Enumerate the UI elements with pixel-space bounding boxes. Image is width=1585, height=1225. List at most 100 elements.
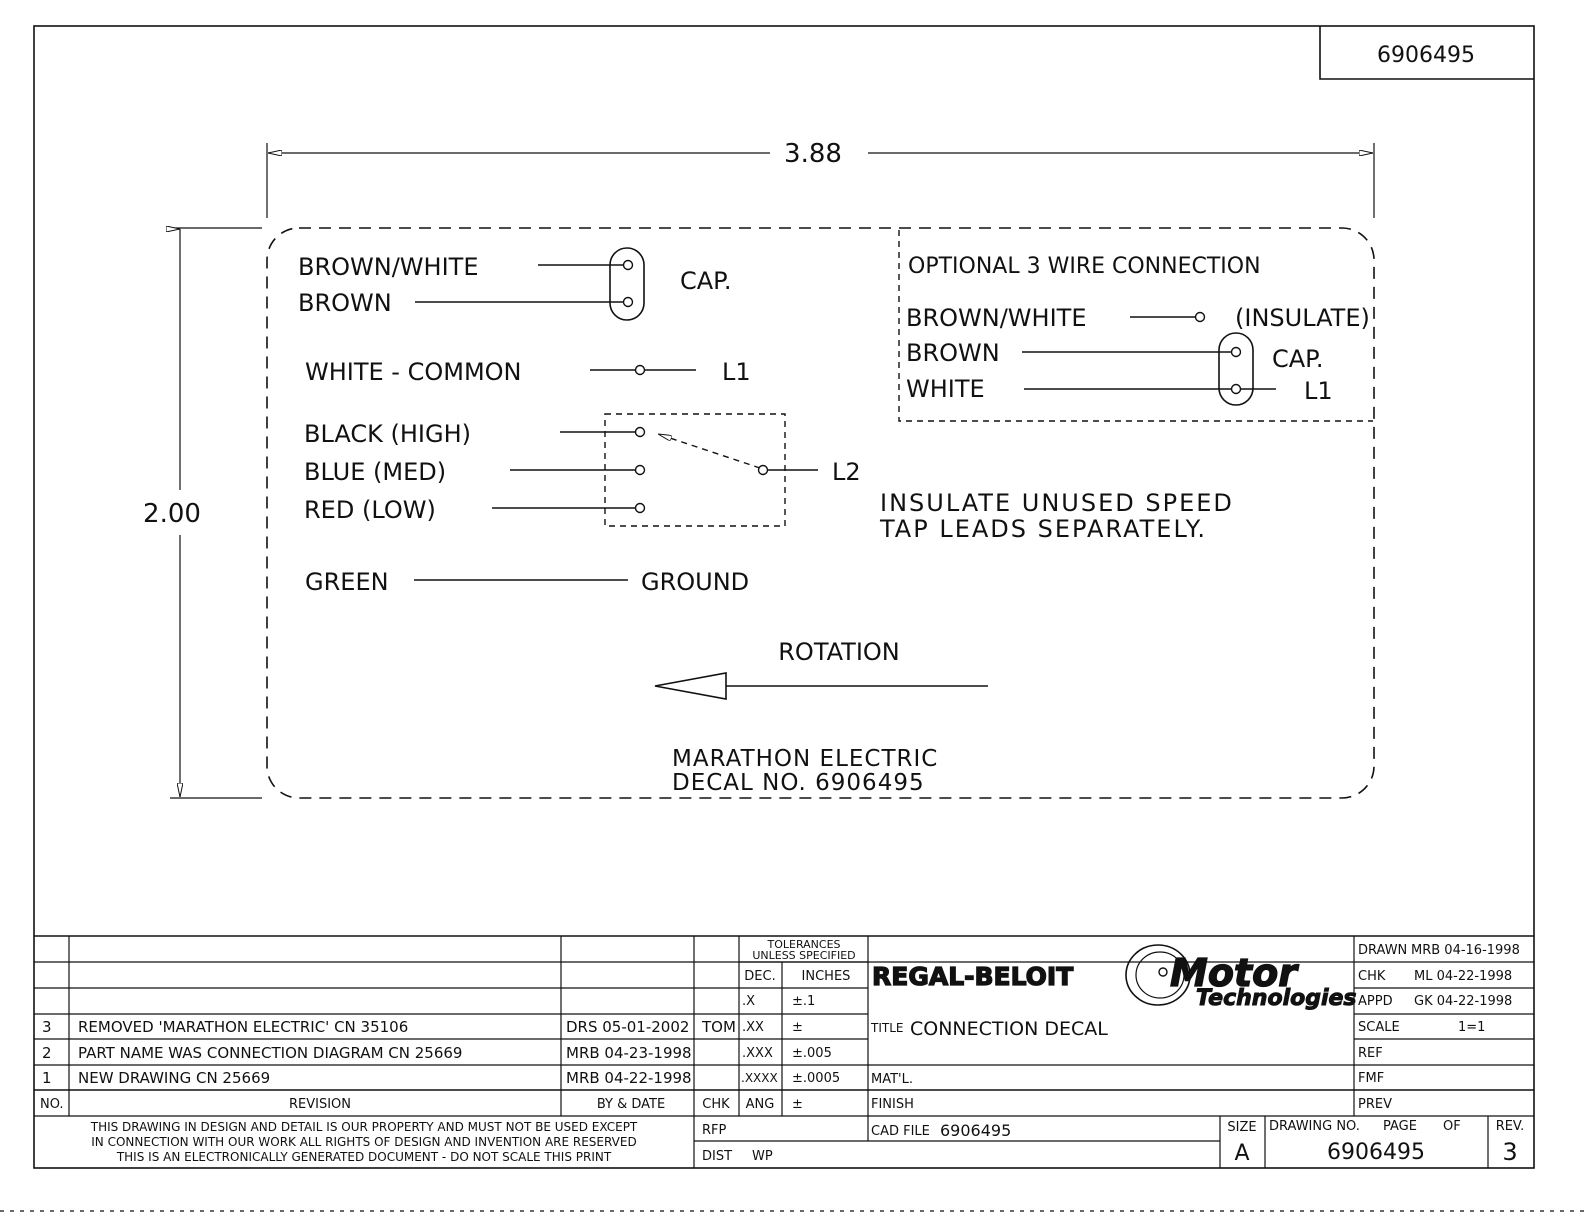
approval-chk-label: CHK	[1358, 969, 1386, 984]
tolerance-xxx-value: ±.005	[792, 1046, 832, 1061]
ground-group: GREEN GROUND	[305, 568, 749, 596]
note-line-1: INSULATE UNUSED SPEED	[880, 489, 1234, 517]
optional-cap-label: CAP.	[1272, 345, 1324, 373]
optional-insulate-note: (INSULATE)	[1235, 304, 1370, 332]
ground-label: GROUND	[641, 568, 749, 596]
cap-label: CAP.	[680, 267, 732, 295]
lead-green: GREEN	[305, 568, 389, 596]
page-label: PAGE	[1383, 1119, 1417, 1134]
material-label: MAT'L.	[871, 1072, 913, 1087]
approval-drawn-label: DRAWN	[1358, 943, 1407, 958]
tolerances-title-2: UNLESS SPECIFIED	[752, 949, 855, 962]
company-motor: Motor	[1170, 951, 1299, 995]
revision-header-chk: CHK	[702, 1097, 730, 1112]
tolerances-inches-header: INCHES	[802, 969, 851, 984]
tolerance-ang-value: ±	[792, 1097, 803, 1112]
speed-switch-group: BLACK (HIGH) BLUE (MED) RED (LOW) L2	[304, 413, 861, 527]
size-value: A	[1234, 1141, 1249, 1166]
optional-lead-white: WHITE	[906, 375, 985, 403]
title-block	[34, 935, 1534, 1168]
prev-label: PREV	[1358, 1097, 1392, 1112]
cad-file-label: CAD FILE	[871, 1124, 930, 1139]
tolerance-xx-value: ±	[792, 1020, 803, 1035]
company-logo: REGAL-BELOIT Motor Technologies	[871, 944, 1357, 1012]
rev-label: REV.	[1496, 1119, 1525, 1134]
revision-header-revision: REVISION	[289, 1097, 351, 1112]
tolerance-xxxx-value: ±.0005	[792, 1071, 840, 1086]
scale-value: 1=1	[1458, 1020, 1485, 1035]
lead-red-low: RED (LOW)	[304, 496, 436, 524]
optional-line-label: L1	[1304, 377, 1333, 405]
fmf-label: FMF	[1358, 1071, 1384, 1086]
optional-lead-brown-white: BROWN/WHITE	[906, 304, 1086, 332]
width-dimension: 3.88	[266, 139, 1375, 218]
revision-2-text: PART NAME WAS CONNECTION DIAGRAM CN 2566…	[78, 1044, 462, 1062]
size-label: SIZE	[1227, 1120, 1256, 1135]
lead-brown: BROWN	[298, 289, 392, 317]
tolerance-x: .X	[742, 994, 755, 1009]
notice-line-1: THIS DRAWING IN DESIGN AND DETAIL IS OUR…	[90, 1120, 638, 1134]
revision-1-no: 3	[42, 1018, 52, 1036]
tolerance-xxxx: .XXXX	[741, 1071, 778, 1085]
approval-chk-value: ML 04-22-1998	[1414, 969, 1512, 984]
sheet-border	[33, 25, 1535, 1169]
capacitor-symbol	[609, 247, 645, 321]
revision-1-chk: TOM	[701, 1018, 736, 1036]
drawing-no-label: DRAWING NO.	[1269, 1119, 1360, 1134]
of-label: OF	[1443, 1119, 1461, 1134]
revision-3-text: NEW DRAWING CN 25669	[78, 1069, 270, 1087]
revision-2-no: 2	[42, 1044, 52, 1062]
tolerances-title-1: TOLERANCES	[766, 938, 840, 951]
tolerance-x-value: ±.1	[792, 994, 815, 1009]
width-label: 3.88	[784, 139, 842, 169]
revision-2-by: MRB 04-23-1998	[566, 1044, 692, 1062]
drawing-number: 6906495	[1327, 1140, 1425, 1165]
drawing-title: CONNECTION DECAL	[910, 1018, 1108, 1040]
revision-1-by: DRS 05-01-2002	[566, 1018, 689, 1036]
height-dimension: 2.00	[143, 228, 262, 799]
optional-title: OPTIONAL 3 WIRE CONNECTION	[908, 254, 1261, 279]
dist-value: WP	[752, 1149, 773, 1164]
common-line-label: L1	[722, 358, 751, 386]
revision-3-by: MRB 04-22-1998	[566, 1069, 692, 1087]
notice-line-2: IN CONNECTION WITH OUR WORK ALL RIGHTS O…	[91, 1135, 636, 1149]
optional-connection-group: OPTIONAL 3 WIRE CONNECTION BROWN/WHITE (…	[898, 230, 1373, 422]
common-group: WHITE - COMMON L1	[305, 358, 751, 386]
rotation-label: ROTATION	[778, 638, 900, 666]
approval-appd-value: GK 04-22-1998	[1414, 994, 1512, 1009]
company-regal-beloit: REGAL-BELOIT	[872, 962, 1073, 991]
ref-label: REF	[1358, 1046, 1383, 1061]
optional-lead-brown: BROWN	[906, 339, 1000, 367]
maker-name: MARATHON ELECTRIC	[672, 746, 938, 772]
scale-label: SCALE	[1358, 1020, 1400, 1035]
tolerance-xx: .XX	[742, 1020, 764, 1035]
rev-value: 3	[1502, 1138, 1517, 1166]
decal-number: DECAL NO. 6906495	[672, 770, 925, 796]
speed-line-label: L2	[832, 458, 861, 486]
optional-capacitor-symbol	[1218, 332, 1254, 406]
height-label: 2.00	[143, 499, 201, 529]
revision-3-no: 1	[42, 1069, 52, 1087]
rotation-indicator: ROTATION	[654, 638, 988, 700]
approval-drawn-value: MRB 04-16-1998	[1411, 943, 1520, 958]
cad-file-value: 6906495	[940, 1121, 1011, 1140]
revision-header-by-date: BY & DATE	[597, 1097, 665, 1112]
lead-black-high: BLACK (HIGH)	[304, 420, 471, 448]
rotation-arrow-icon	[654, 672, 727, 700]
left-capacitor-group: BROWN/WHITE BROWN CAP.	[298, 247, 732, 321]
dist-label: DIST	[702, 1149, 732, 1164]
notice-line-3: THIS IS AN ELECTRONICALLY GENERATED DOCU…	[116, 1150, 612, 1164]
company-technologies: Technologies	[1196, 986, 1357, 1011]
finish-label: FINISH	[871, 1097, 914, 1112]
lead-brown-white: BROWN/WHITE	[298, 253, 478, 281]
approval-appd-label: APPD	[1358, 994, 1393, 1009]
common-label: WHITE - COMMON	[305, 358, 522, 386]
lead-blue-med: BLUE (MED)	[304, 458, 446, 486]
revision-header-no: NO.	[40, 1097, 64, 1112]
note-line-2: TAP LEADS SEPARATELY.	[879, 515, 1207, 543]
tolerance-ang: ANG	[746, 1097, 775, 1112]
title-label: TITLE	[870, 1021, 903, 1035]
drawing-number-box: 6906495	[1377, 43, 1475, 68]
rfp-label: RFP	[702, 1123, 727, 1138]
